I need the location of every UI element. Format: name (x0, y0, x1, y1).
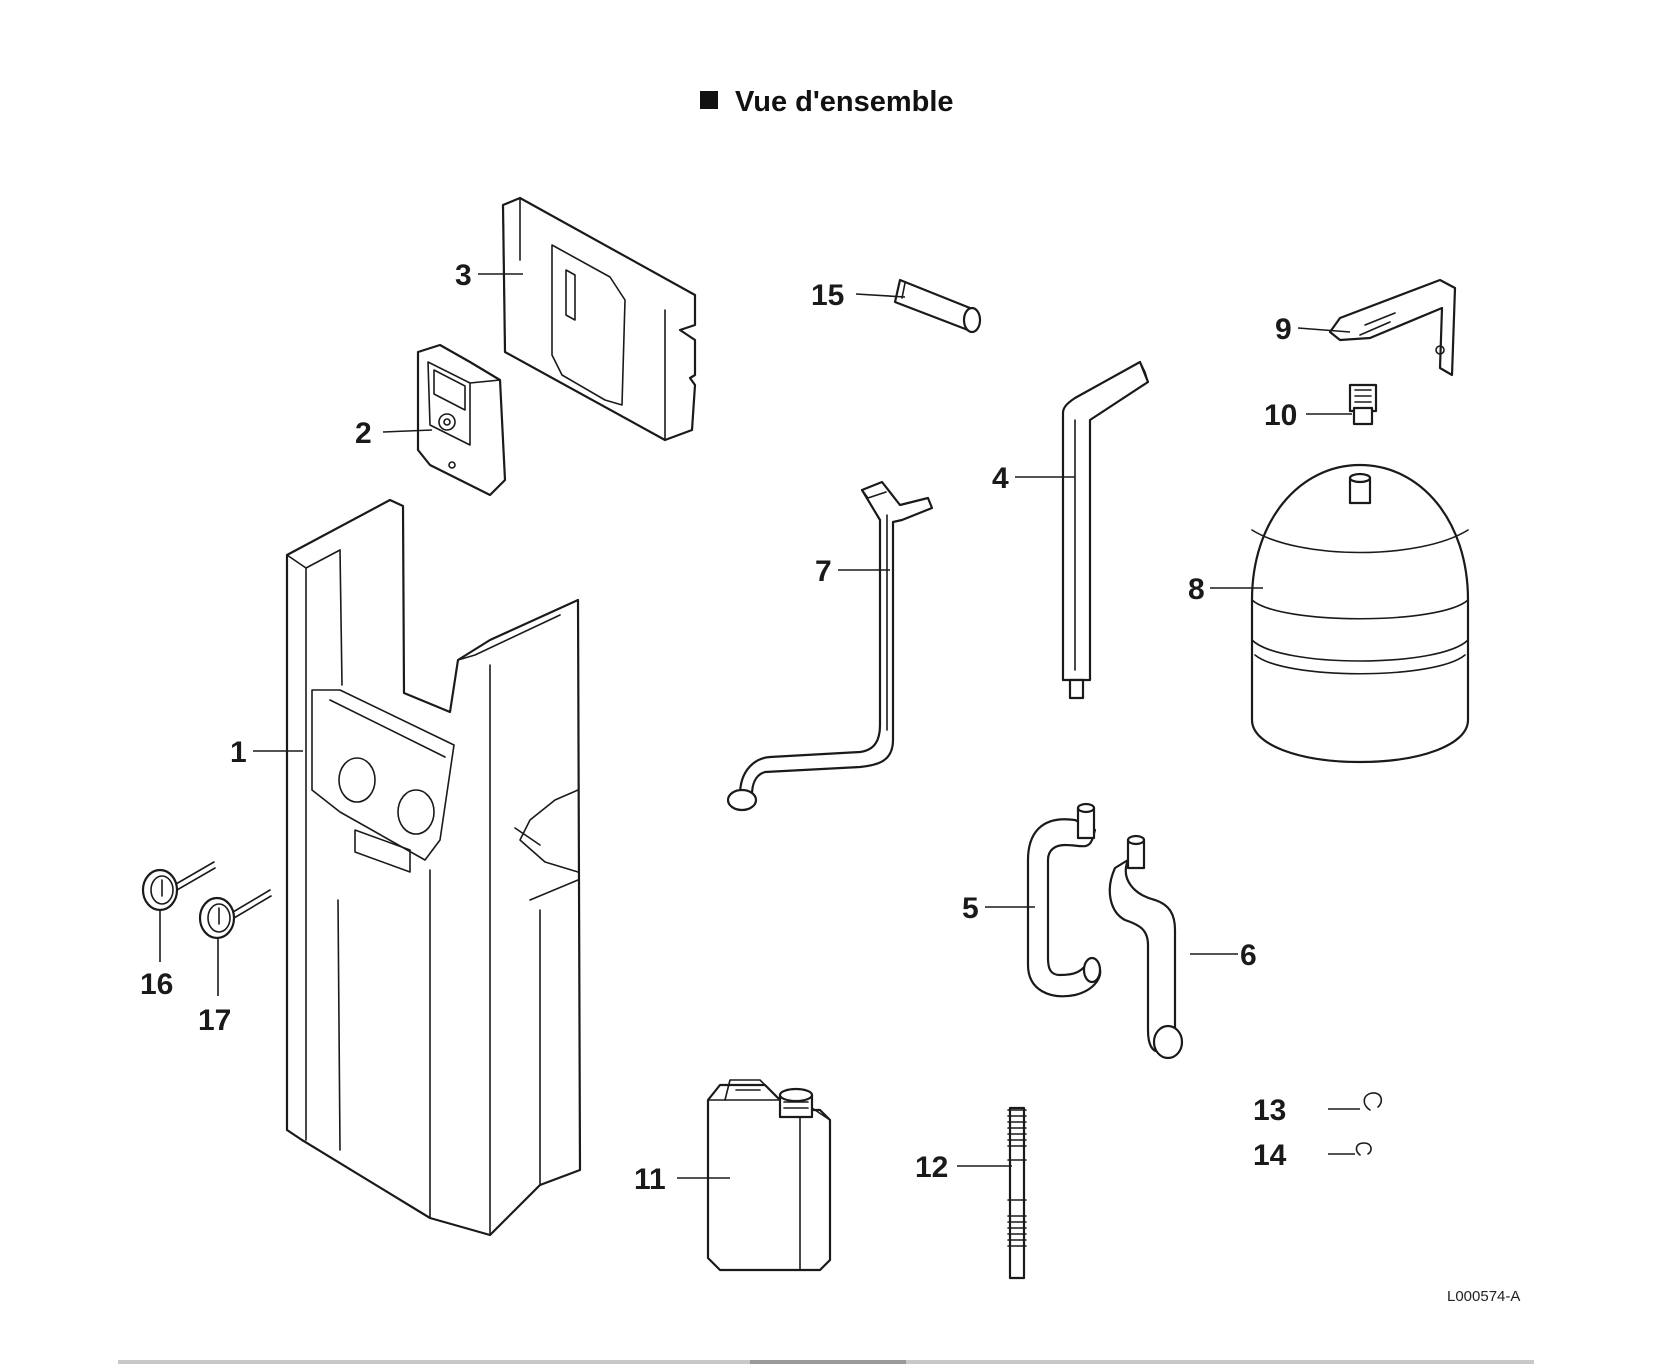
label-13: 13 (1253, 1094, 1286, 1127)
label-9: 9 (1275, 313, 1292, 346)
label-5: 5 (962, 892, 979, 925)
title-text: Vue d'ensemble (735, 86, 954, 118)
part-7-sensor-tube (726, 480, 934, 812)
label-16: 16 (140, 968, 173, 1001)
drawing-reference-code: L000574-A (1447, 1288, 1521, 1305)
label-17: 17 (198, 1004, 231, 1037)
part-15-sensor-sleeve (893, 278, 982, 334)
part-17-thermometer (198, 889, 272, 940)
part-3-mounting-frame (501, 196, 697, 442)
part-10-fitting (1348, 383, 1378, 426)
label-6: 6 (1240, 939, 1257, 972)
part-14-clip (1355, 1142, 1372, 1156)
label-1: 1 (230, 736, 247, 769)
title-square-bullet (700, 91, 718, 109)
part-11-fluid-canister (706, 1079, 832, 1272)
diagram-title: Vue d'ensemble (700, 86, 954, 119)
label-11: 11 (634, 1163, 666, 1196)
footer-rule-accent (750, 1360, 906, 1364)
part-6-connection-pipe (1108, 834, 1184, 1060)
part-4-pipe (1061, 360, 1150, 700)
leader-lines (159, 273, 1360, 1179)
part-2-control-unit (416, 343, 507, 497)
label-10: 10 (1264, 399, 1297, 432)
label-3: 3 (455, 259, 472, 292)
part-12-threaded-rod (1007, 1106, 1027, 1280)
part-9-wall-bracket (1328, 278, 1457, 377)
part-16-thermometer (141, 861, 216, 912)
part-5-connection-pipe (1026, 802, 1102, 998)
label-8: 8 (1188, 573, 1205, 606)
label-14: 14 (1253, 1139, 1287, 1172)
label-7: 7 (815, 555, 832, 588)
label-2: 2 (355, 417, 372, 450)
label-4: 4 (992, 462, 1009, 495)
part-labels: 1 2 3 4 5 6 7 8 9 10 11 12 13 14 15 16 1… (140, 259, 1297, 1196)
label-15: 15 (811, 279, 844, 312)
part-1-casing-panel (285, 498, 582, 1237)
label-12: 12 (915, 1151, 948, 1184)
part-8-expansion-vessel (1250, 463, 1470, 764)
part-13-clip (1363, 1092, 1383, 1111)
